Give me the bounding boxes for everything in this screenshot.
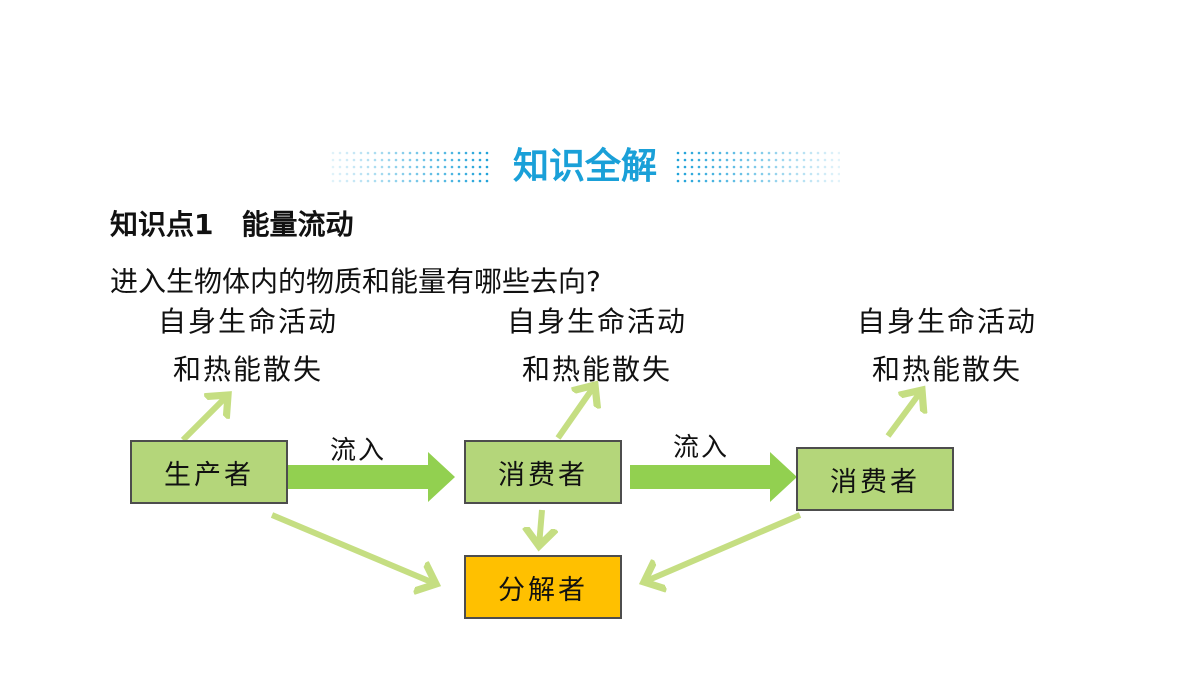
flow-label-2: 流入 xyxy=(673,433,730,463)
outflow-label-line2: 和热能散失 xyxy=(172,353,323,386)
arrow-consumer2-to-decomposer xyxy=(644,512,802,582)
slide-title: 知识全解 xyxy=(512,146,657,187)
outflow-arrow-producer xyxy=(180,395,228,443)
outflow-label-line1: 自身生命活动 xyxy=(157,305,338,338)
outflow-label-consumer2: 自身生命活动 和热能散失 xyxy=(822,298,1072,394)
node-consumer-1: 消费者 xyxy=(464,440,622,504)
outflow-label-line1: 自身生命活动 xyxy=(856,305,1037,338)
dotted-decoration-left xyxy=(331,151,489,183)
outflow-arrow-consumer2 xyxy=(885,390,922,438)
dotted-decoration-right xyxy=(676,151,840,183)
outflow-label-consumer1: 自身生命活动 和热能散失 xyxy=(472,298,722,394)
outflow-label-producer: 自身生命活动 和热能散失 xyxy=(123,298,373,394)
node-producer: 生产者 xyxy=(130,440,288,504)
arrow-consumer1-to-decomposer xyxy=(539,509,542,546)
outflow-arrow-consumer1 xyxy=(555,385,595,440)
flow-label-1: 流入 xyxy=(330,436,387,466)
outflow-label-line1: 自身生命活动 xyxy=(506,305,687,338)
outflow-label-line2: 和热能散失 xyxy=(871,353,1022,386)
node-consumer-2: 消费者 xyxy=(796,447,954,511)
flow-arrow-consumer1-to-consumer2 xyxy=(630,452,797,502)
question-text: 进入生物体内的物质和能量有哪些去向? xyxy=(110,265,601,298)
node-decomposer: 分解者 xyxy=(464,555,622,619)
flow-arrow-producer-to-consumer1 xyxy=(288,452,455,502)
section-heading: 知识点1 能量流动 xyxy=(110,208,354,241)
arrow-producer-to-decomposer xyxy=(270,512,436,584)
outflow-label-line2: 和热能散失 xyxy=(521,353,672,386)
